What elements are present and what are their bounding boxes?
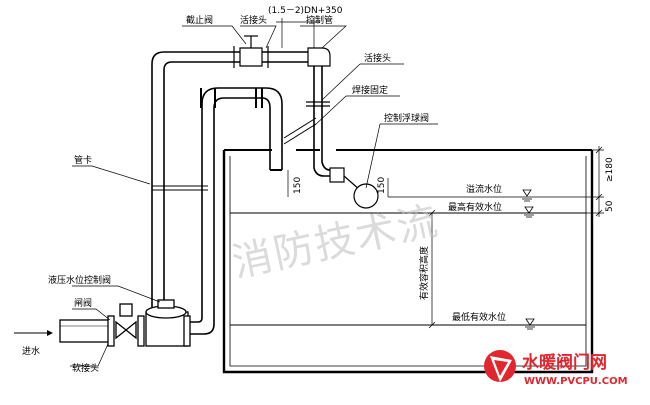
label-flex-joint: 软接头 bbox=[72, 362, 99, 374]
top-dimension bbox=[276, 18, 320, 48]
label-dim-180: ≥180 bbox=[605, 157, 615, 182]
label-float-valve: 控制浮球阀 bbox=[384, 112, 429, 124]
level-marker-2 bbox=[524, 206, 534, 218]
label-union-top: 活接头 bbox=[240, 14, 267, 26]
label-min-level: 最低有效水位 bbox=[452, 311, 506, 323]
level-marker-1 bbox=[522, 189, 532, 202]
label-hydraulic-valve: 液压水位控制阀 bbox=[48, 274, 111, 286]
label-stop-valve: 截止阀 bbox=[186, 14, 213, 26]
hydraulic-valve-assembly bbox=[59, 299, 191, 347]
float-valve bbox=[329, 167, 379, 209]
logo-english-text: WWW.PVCPU.COM bbox=[524, 376, 628, 387]
water-tank bbox=[222, 149, 594, 374]
pipe-supports bbox=[152, 88, 263, 191]
volume-height-dimension bbox=[428, 209, 436, 329]
logo-chinese-text: 水暖阀门网 bbox=[522, 352, 607, 373]
label-dim-50: 50 bbox=[605, 200, 615, 212]
site-logo: 水暖阀门网 WWW.PVCPU.COM bbox=[484, 350, 628, 387]
water-level-lines bbox=[230, 189, 586, 330]
label-weld-fixed: 焊接固定 bbox=[352, 84, 388, 96]
label-dim-150-left: 150 bbox=[293, 177, 303, 194]
label-gate-valve: 闸阀 bbox=[74, 298, 92, 309]
label-inlet: 进水 bbox=[22, 345, 40, 357]
label-overflow-level: 溢流水位 bbox=[466, 183, 502, 195]
label-volume-height: 有效容积高度 bbox=[418, 246, 430, 300]
label-union-right: 活接头 bbox=[364, 52, 391, 64]
stop-valve bbox=[233, 35, 269, 68]
leader-lines bbox=[70, 25, 438, 367]
watermark-text: 消防技术流 bbox=[228, 198, 443, 287]
right-dimensions bbox=[586, 146, 604, 217]
inlet-pipes bbox=[151, 51, 340, 335]
label-pipe-clamp: 管卡 bbox=[74, 154, 92, 166]
label-dim-top: (1.5－2)DN+350 bbox=[268, 6, 343, 16]
label-dim-150-right: 150 bbox=[377, 177, 387, 194]
label-max-level: 最高有效水位 bbox=[448, 201, 502, 213]
label-control-pipe: 控制管 bbox=[306, 14, 333, 26]
control-pipe-elbow bbox=[306, 47, 331, 107]
small-dimensions bbox=[287, 170, 389, 197]
level-marker-3 bbox=[525, 318, 535, 330]
